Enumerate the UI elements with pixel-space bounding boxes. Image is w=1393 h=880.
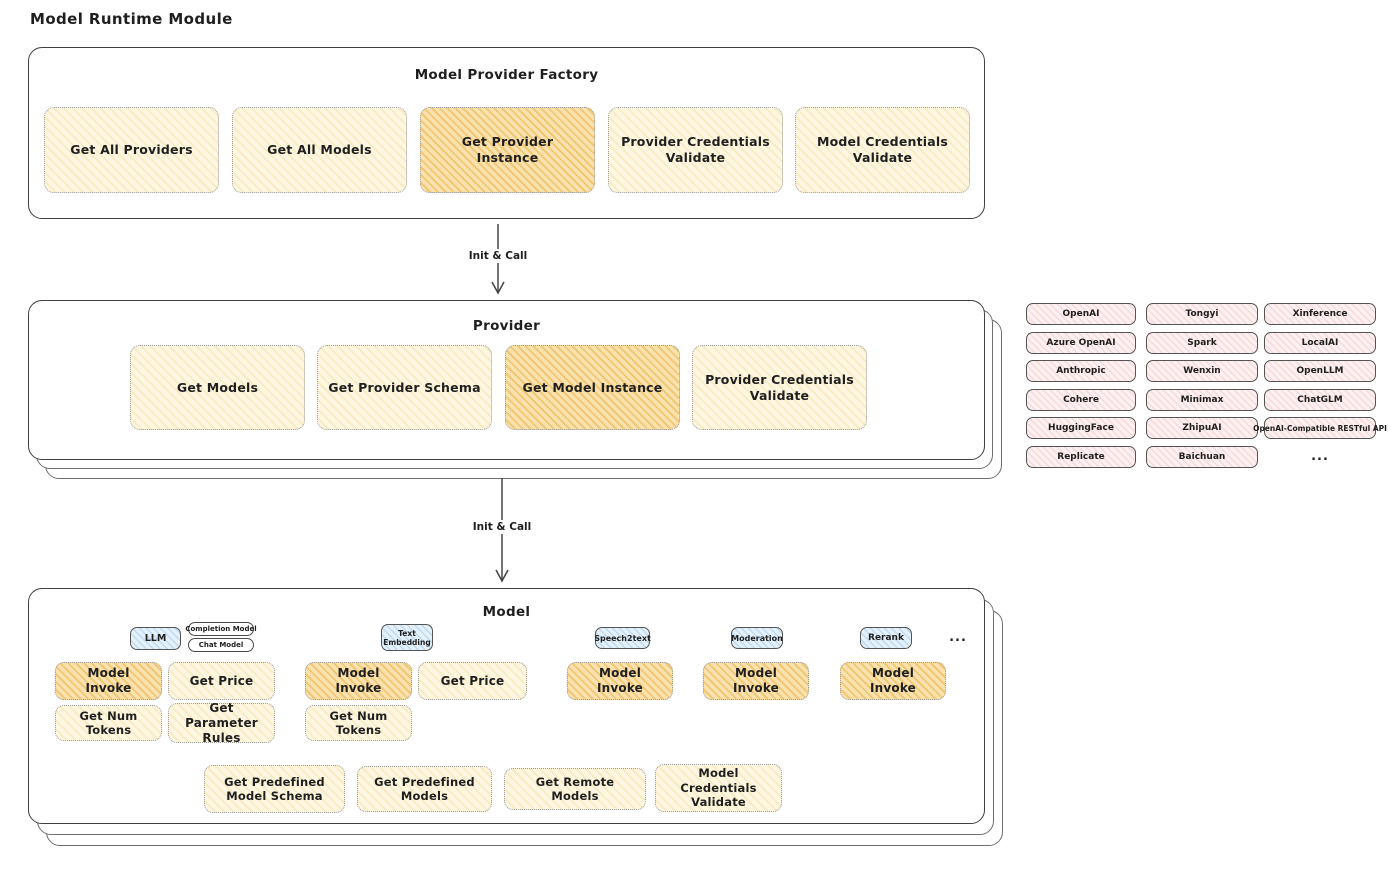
provider-chip-openai: OpenAI [1026,303,1136,325]
factory-button-get-all-models: Get All Models [232,107,407,193]
model-tab-speech2text: Speech2text [594,627,651,649]
factory-button-provider-credentials-validate: Provider Credentials Validate [608,107,783,193]
model-subtab-completion-model: Completion Model [185,622,257,636]
speech2text-model-invoke-button: Model Invoke [567,662,673,700]
provider-button-get-models: Get Models [130,345,305,430]
provider-chip-localai: LocalAI [1264,332,1376,354]
moderation-model-invoke-button: Model Invoke [703,662,809,700]
arrow-1-label: Init & Call [458,249,538,263]
embedding-get-price-button: Get Price [418,662,527,700]
model-subtab-chat-model: Chat Model [188,638,254,652]
providers-more-ellipsis: ... [1311,449,1329,464]
factory-button-get-provider-instance: Get Provider Instance [420,107,595,193]
embedding-model-invoke-button: Model Invoke [305,662,412,700]
provider-chip-anthropic: Anthropic [1026,360,1136,382]
provider-chip-azure-openai: Azure OpenAI [1026,332,1136,354]
provider-chip-baichuan: Baichuan [1146,446,1258,468]
model-tab-moderation: Moderation [731,627,783,649]
model-tab-rerank: Rerank [860,627,912,649]
get-predefined-models-button: Get Predefined Models [357,766,492,812]
model-tab-llm: LLM [130,627,181,650]
provider-chip-openllm: OpenLLM [1264,360,1376,382]
embedding-get-num-tokens-button: Get Num Tokens [305,705,412,741]
provider-chip-tongyi: Tongyi [1146,303,1258,325]
llm-model-invoke-button: Model Invoke [55,662,162,700]
arrow-2-label: Init & Call [462,520,542,534]
diagram-title: Model Runtime Module [30,10,233,28]
provider-chip-replicate: Replicate [1026,446,1136,468]
llm-get-num-tokens-button: Get Num Tokens [55,705,162,741]
factory-button-model-credentials-validate: Model Credentials Validate [795,107,970,193]
provider-chip-huggingface: HuggingFace [1026,417,1136,439]
model-credentials-validate-button: Model Credentials Validate [655,764,782,812]
provider-chip-cohere: Cohere [1026,389,1136,411]
model-tabs-more-ellipsis: ... [949,630,967,645]
provider-chip-spark: Spark [1146,332,1258,354]
provider-chip-openai-compatible-restful-api: OpenAI-Compatible RESTful API [1253,417,1387,439]
llm-get-price-button: Get Price [168,662,275,700]
model-box-title: Model [482,604,531,620]
get-predefined-model-schema-button: Get Predefined Model Schema [204,765,345,813]
provider-button-provider-credentials-validate: Provider Credentials Validate [692,345,867,430]
get-remote-models-button: Get Remote Models [504,768,646,810]
llm-get-parameter-rules-button: Get Parameter Rules [168,701,275,745]
model-tab-text-embedding: Text Embedding [381,624,433,651]
provider-button-get-model-instance: Get Model Instance [505,345,680,430]
provider-button-get-provider-schema: Get Provider Schema [317,345,492,430]
provider-chip-zhipuai: ZhipuAI [1146,417,1258,439]
rerank-model-invoke-button: Model Invoke [840,662,946,700]
factory-box-title: Model Provider Factory [414,67,599,83]
factory-button-get-all-providers: Get All Providers [44,107,219,193]
provider-box-title: Provider [472,318,541,334]
provider-chip-minimax: Minimax [1146,389,1258,411]
provider-chip-chatglm: ChatGLM [1264,389,1376,411]
provider-chip-wenxin: Wenxin [1146,360,1258,382]
provider-chip-xinference: Xinference [1264,303,1376,325]
